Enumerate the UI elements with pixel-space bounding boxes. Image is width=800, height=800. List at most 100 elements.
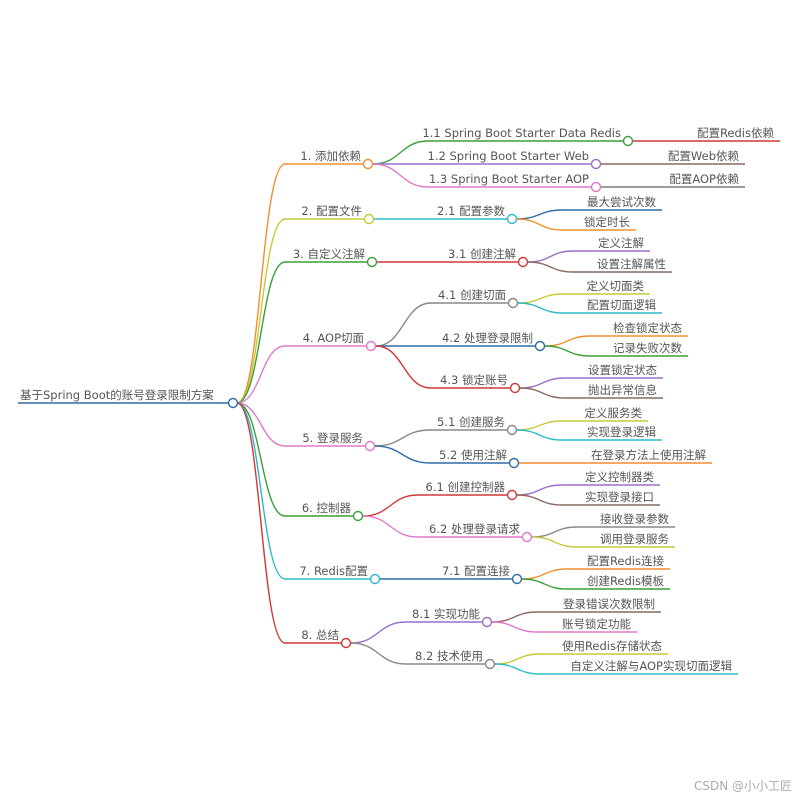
subtopic-edge [350,642,485,665]
leaf-edge [519,387,663,399]
leaf-edge [517,302,662,314]
leaf-node-label: 配置Web依赖 [668,149,740,163]
subtopic-edge [372,140,623,165]
branch-node-label: 2. 配置文件 [301,204,362,218]
subtopic-collapse-toggle[interactable] [506,424,518,436]
subtopic-node-label: 1.2 Spring Boot Starter Web [428,149,589,163]
subtopic-collapse-toggle[interactable] [521,531,533,543]
leaf-node-label: 接收登录参数 [600,512,669,526]
subtopic-node-label: 7.1 配置连接 [442,564,510,578]
leaf-edge [516,429,662,441]
branch-edge [236,345,366,404]
branch-collapse-toggle[interactable] [340,637,352,649]
branch-edge [236,218,364,404]
leaf-edge [519,377,663,389]
subtopic-collapse-toggle[interactable] [507,297,519,309]
leaf-edge [521,578,670,590]
branch-collapse-toggle[interactable] [362,158,374,170]
branch-collapse-toggle[interactable] [369,573,381,585]
leaf-edge [494,653,668,665]
leaf-node-label: 调用登录服务 [600,532,669,546]
subtopic-node-label: 5.2 使用注解 [439,448,507,462]
subtopic-node-label: 1.1 Spring Boot Starter Data Redis [422,126,621,140]
leaf-node-label: 配置Redis依赖 [697,126,775,140]
subtopic-edge [375,345,510,389]
leaf-edge [517,293,650,304]
subtopic-edge [350,621,482,644]
branch-node-label: 6. 控制器 [302,501,352,515]
leaf-edge [544,345,688,357]
leaf-node-label: 检查锁定状态 [613,321,682,335]
leaf-node-label: 定义服务类 [585,406,643,420]
subtopic-collapse-toggle[interactable] [506,489,518,501]
branch-collapse-toggle[interactable] [364,440,376,452]
subtopic-node-label: 5.1 创建服务 [437,415,505,429]
branch-edge [236,402,341,644]
branch-edge [236,163,363,404]
leaf-node-label: 记录失败次数 [613,341,682,355]
leaf-edge [527,250,650,263]
leaf-node-label: 实现登录接口 [585,490,654,504]
leaf-edge [516,420,648,431]
leaf-edge [516,218,636,231]
subtopic-collapse-toggle[interactable] [484,658,496,670]
subtopic-edge [362,494,507,517]
subtopic-node-label: 2.1 配置参数 [437,204,505,218]
subtopic-collapse-toggle[interactable] [622,135,634,147]
branch-node-label: 4. AOP切面 [303,331,364,345]
leaf-edge [491,621,637,633]
branch-collapse-toggle[interactable] [365,340,377,352]
subtopic-collapse-toggle[interactable] [534,340,546,352]
root-collapse-toggle[interactable] [227,397,239,409]
branch-collapse-toggle[interactable] [366,256,378,268]
subtopic-node-label: 4.1 创建切面 [438,288,506,302]
leaf-node-label: 登录错误次数限制 [563,597,655,611]
subtopic-collapse-toggle[interactable] [590,158,602,170]
leaf-edge [531,526,675,538]
branch-edge [236,402,370,580]
branch-node-label: 8. 总结 [301,628,339,642]
subtopic-node-label: 4.3 锁定账号 [440,373,508,387]
subtopic-collapse-toggle[interactable] [590,181,602,193]
root-node-label: 基于Spring Boot的账号登录限制方案 [20,388,214,402]
leaf-edge [491,611,661,623]
subtopic-edge [372,163,591,188]
branch-node-label: 1. 添加依赖 [300,149,361,163]
subtopic-collapse-toggle[interactable] [509,382,521,394]
subtopic-collapse-toggle[interactable] [481,616,493,628]
subtopic-node-label: 6.1 创建控制器 [426,480,506,494]
subtopic-edge [374,429,507,447]
leaf-node-label: 实现登录逻辑 [587,425,656,439]
leaf-node-label: 配置切面逻辑 [587,298,656,312]
leaf-node-label: 最大尝试次数 [587,195,656,209]
leaf-node-label: 配置AOP依赖 [669,172,739,186]
leaf-node-label: 账号锁定功能 [562,617,631,631]
branch-edge [236,261,367,404]
subtopic-collapse-toggle[interactable] [508,457,520,469]
subtopic-edge [374,445,509,464]
watermark: CSDN @小小工匠 [693,779,792,793]
leaf-edge [544,335,688,347]
leaf-node-label: 抛出异常信息 [588,383,657,397]
subtopic-collapse-toggle[interactable] [511,573,523,585]
branch-node-label: 5. 登录服务 [302,431,363,445]
branch-node-label: 3. 自定义注解 [293,247,366,261]
leaf-edge [527,261,672,273]
leaf-edge [531,536,675,548]
leaf-node-label: 配置Redis连接 [587,554,665,568]
subtopic-collapse-toggle[interactable] [517,256,529,268]
leaf-node-label: 设置锁定状态 [588,363,657,377]
leaf-node-label: 锁定时长 [584,215,630,229]
leaf-node-label: 创建Redis模板 [587,574,665,588]
leaf-node-label: 定义切面类 [587,279,645,293]
branch-edge [236,402,365,447]
branch-edge [236,402,353,517]
branch-collapse-toggle[interactable] [363,213,375,225]
subtopic-collapse-toggle[interactable] [506,213,518,225]
subtopic-node-label: 3.1 创建注解 [448,247,516,261]
subtopic-edge [375,302,508,347]
subtopic-node-label: 4.2 处理登录限制 [442,331,533,345]
leaf-node-label: 使用Redis存储状态 [562,639,663,653]
branch-collapse-toggle[interactable] [352,510,364,522]
